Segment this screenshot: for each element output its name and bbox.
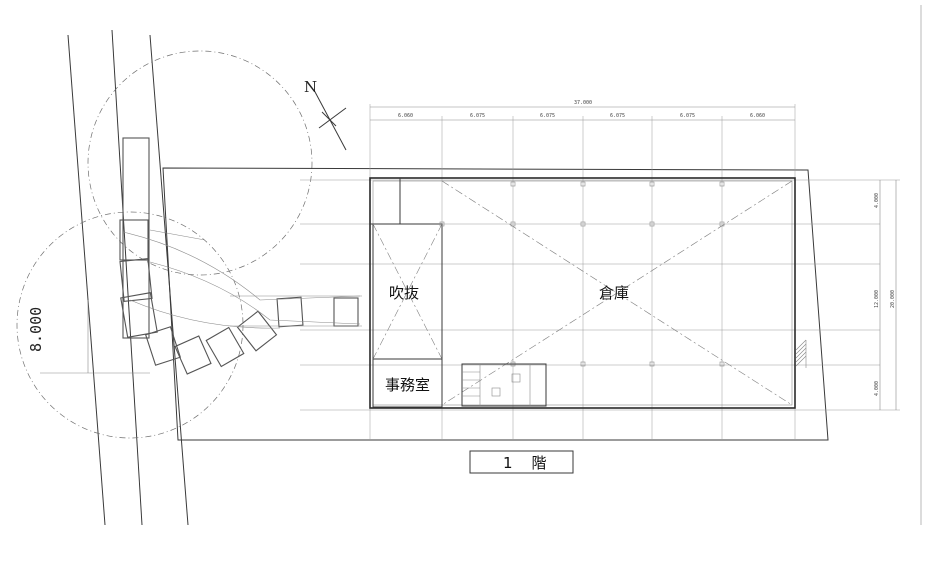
- total-depth-dimension: 20.000: [890, 290, 896, 308]
- site-boundary: [162, 167, 829, 441]
- top-span-dimension: 6.075: [470, 113, 485, 119]
- right-span-dimension: 12.000: [874, 290, 880, 308]
- top-span-dimension: 6.060: [398, 113, 413, 119]
- floor-label-box: [469, 450, 574, 474]
- column-markers: [439, 181, 725, 367]
- interior-staircase: [461, 363, 547, 407]
- total-width-dimension: 37.000: [574, 100, 592, 106]
- floor-label: 1 階: [503, 454, 549, 472]
- void-room-label: 吹抜: [389, 284, 419, 302]
- top-dimension-line: [369, 104, 796, 440]
- warehouse-room-label: 倉庫: [599, 284, 629, 302]
- building-outline: [369, 177, 796, 409]
- office-room-label: 事務室: [385, 376, 430, 394]
- warehouse-area: [441, 180, 793, 406]
- top-span-dimension: 6.075: [540, 113, 555, 119]
- office-area: [372, 358, 443, 408]
- right-span-dimension: 4.000: [874, 193, 880, 208]
- truck-swept-path: [119, 137, 362, 375]
- turning-radius-label: 8.000: [27, 307, 45, 352]
- right-span-dimension: 4.000: [874, 381, 880, 396]
- road: [67, 29, 189, 526]
- top-span-dimension: 6.075: [680, 113, 695, 119]
- north-label: N: [304, 78, 317, 96]
- turning-radius-circles: [16, 50, 313, 439]
- top-span-dimension: 6.075: [610, 113, 625, 119]
- north-arrow: [313, 89, 347, 151]
- exterior-stair: [795, 339, 807, 368]
- top-span-dimension: 6.060: [750, 113, 765, 119]
